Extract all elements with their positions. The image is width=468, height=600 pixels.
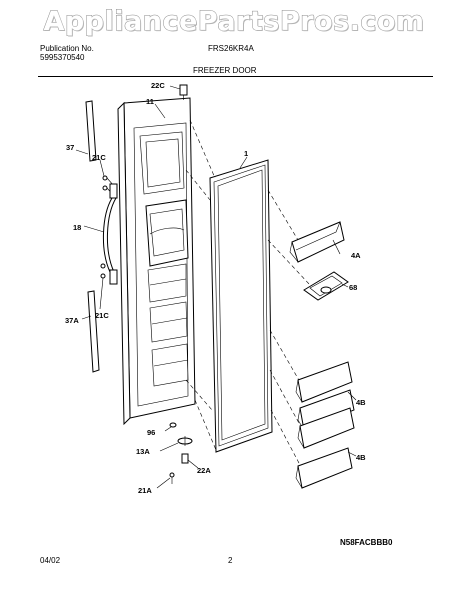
- callout-4B-lower: 4B: [356, 453, 366, 462]
- leader-lines: [75, 85, 357, 489]
- callout-68: 68: [349, 283, 357, 292]
- header-rule: [38, 76, 433, 77]
- door-bin-4B-1: [295, 361, 353, 403]
- publication-label: Publication No.: [40, 44, 94, 53]
- door-panel-11: [117, 97, 196, 426]
- callout-37: 37: [66, 143, 74, 152]
- hinge-pin-22A: [181, 453, 189, 464]
- callout-21C-top: 21C: [92, 153, 106, 162]
- callout-11: 11: [146, 97, 154, 106]
- dairy-compartment-68: [303, 271, 349, 301]
- door-bin-4B-4: [295, 447, 353, 489]
- footer-date: 04/02: [40, 556, 61, 565]
- callout-18: 18: [73, 223, 81, 232]
- callout-4B-upper: 4B: [356, 398, 366, 407]
- callout-37A: 37A: [65, 316, 79, 325]
- callout-13A: 13A: [136, 447, 150, 456]
- screw-21A: [169, 472, 175, 484]
- callout-1: 1: [244, 149, 248, 158]
- screws-21C-bottom: [100, 263, 106, 279]
- drawing-code: N58FACBBB0: [340, 538, 393, 547]
- door-gasket-1: [209, 159, 273, 453]
- hinge-pin-22C: [179, 84, 188, 100]
- callout-22A: 22A: [197, 466, 211, 475]
- watermark-logo: AppliancePartsPros.com: [43, 6, 425, 38]
- model-number: FRS26KR4A: [208, 44, 254, 53]
- callout-22C: 22C: [151, 81, 165, 90]
- hinge-13A: [177, 436, 193, 446]
- door-bin-4B-3: [297, 407, 355, 449]
- door-bin-4A: [289, 221, 345, 263]
- projection-lines: [185, 119, 311, 466]
- footer-page-number: 2: [228, 556, 233, 565]
- trim-strip-37: [85, 100, 97, 162]
- callout-96: 96: [147, 428, 155, 437]
- publication-number: 5995370540: [40, 53, 85, 62]
- door-handle-18: [102, 183, 118, 285]
- callout-21A: 21A: [138, 486, 152, 495]
- trim-strip-37A: [87, 290, 100, 373]
- callout-4A: 4A: [351, 251, 361, 260]
- bushing-96: [169, 422, 177, 428]
- section-title: FREEZER DOOR: [193, 66, 257, 75]
- callout-21C-bottom: 21C: [95, 311, 109, 320]
